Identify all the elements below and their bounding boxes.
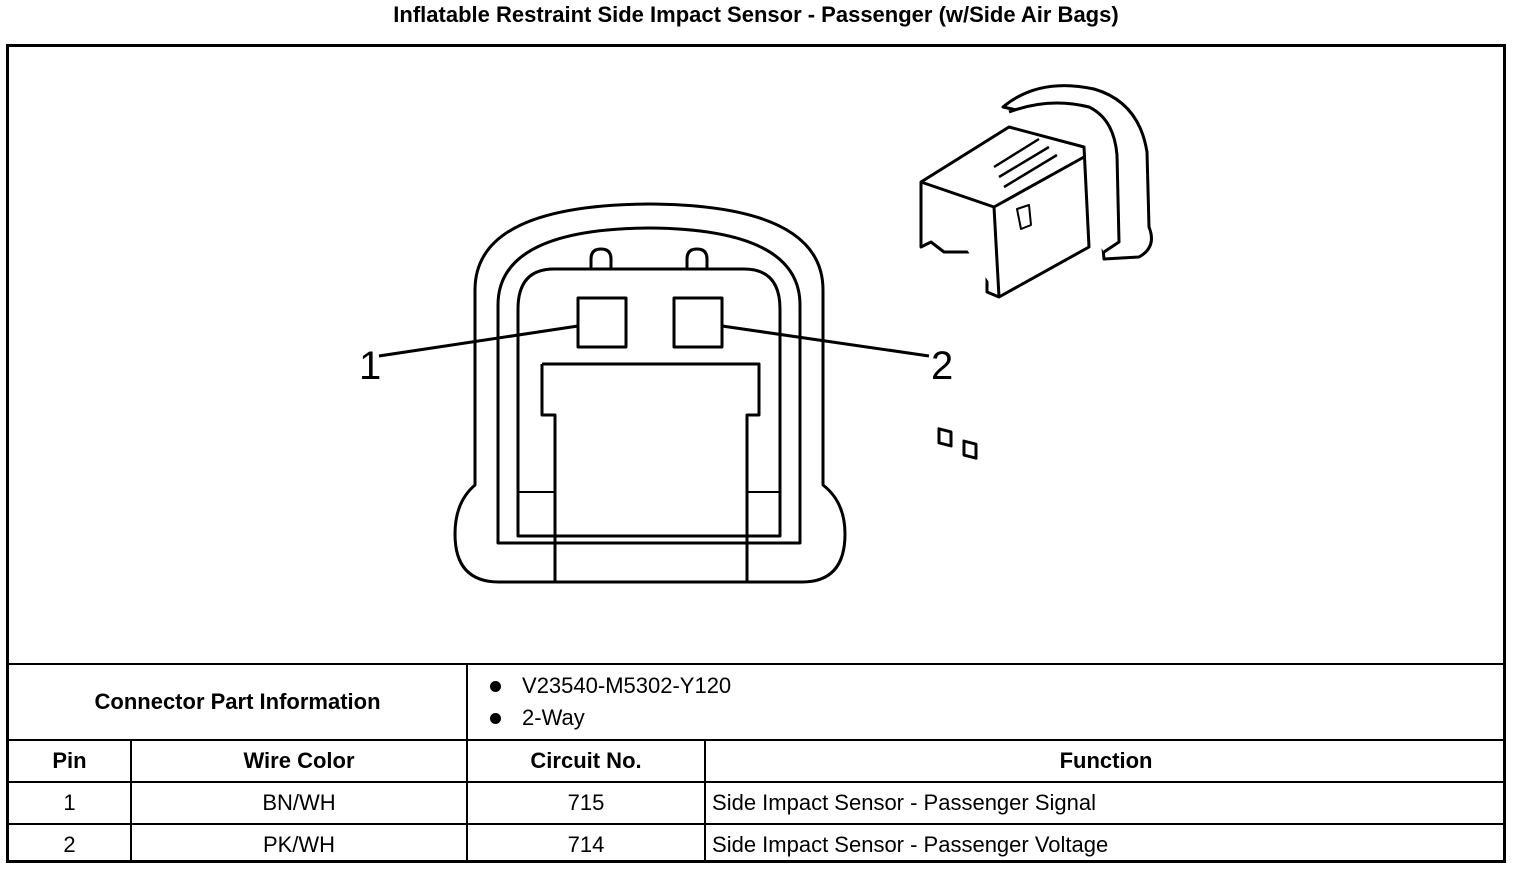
pin-1-leader <box>378 324 579 358</box>
latch-tab-right <box>685 247 709 269</box>
cell-pin: 2 <box>9 823 132 860</box>
header-pin: Pin <box>9 739 132 783</box>
cell-wire-color: PK/WH <box>129 823 469 860</box>
cell-circuit: 714 <box>466 823 707 860</box>
page-title: Inflatable Restraint Side Impact Sensor … <box>393 2 1119 27</box>
table-row: 1 BN/WH 715 Side Impact Sensor - Passeng… <box>9 781 1503 825</box>
terminal-cavity-1 <box>576 296 628 349</box>
header-wire-color: Wire Color <box>129 739 469 783</box>
connector-isometric-view <box>919 84 1153 460</box>
pin-2-callout: 2 <box>931 344 953 388</box>
part-info-label: Connector Part Information <box>9 663 469 741</box>
part-info-row: Connector Part Information V23540-M5302-… <box>9 663 1503 741</box>
connector-face-view: 1 2 <box>359 84 1153 584</box>
header-function: Function <box>704 739 1503 783</box>
cell-function: Side Impact Sensor - Passenger Signal <box>704 781 1503 825</box>
connector-diagram-frame: 1 2 Connector Part Information <box>6 44 1506 863</box>
part-info-values: V23540-M5302-Y120 2-Way <box>466 663 1503 741</box>
part-number: V23540-M5302-Y120 <box>488 670 1503 702</box>
header-circuit: Circuit No. <box>466 739 707 783</box>
cell-function: Side Impact Sensor - Passenger Voltage <box>704 823 1503 860</box>
terminal-cavity-2 <box>672 296 724 349</box>
cell-wire-color: BN/WH <box>129 781 469 825</box>
connector-key <box>540 362 761 582</box>
connector-housing-outer <box>453 202 847 584</box>
connector-housing-rim <box>496 226 802 545</box>
connector-table: Connector Part Information V23540-M5302-… <box>9 663 1503 860</box>
connector-housing-inner <box>516 267 782 538</box>
diagram-area: 1 2 <box>9 47 1503 663</box>
pin-1-callout: 1 <box>359 344 381 388</box>
latch-tab-left <box>589 247 613 269</box>
connector-ways: 2-Way <box>488 702 1503 734</box>
cell-pin: 1 <box>9 781 132 825</box>
cell-circuit: 715 <box>466 781 707 825</box>
table-header-row: Pin Wire Color Circuit No. Function <box>9 739 1503 783</box>
pin-2-leader <box>721 324 930 358</box>
table-row: 2 PK/WH 714 Side Impact Sensor - Passeng… <box>9 823 1503 860</box>
